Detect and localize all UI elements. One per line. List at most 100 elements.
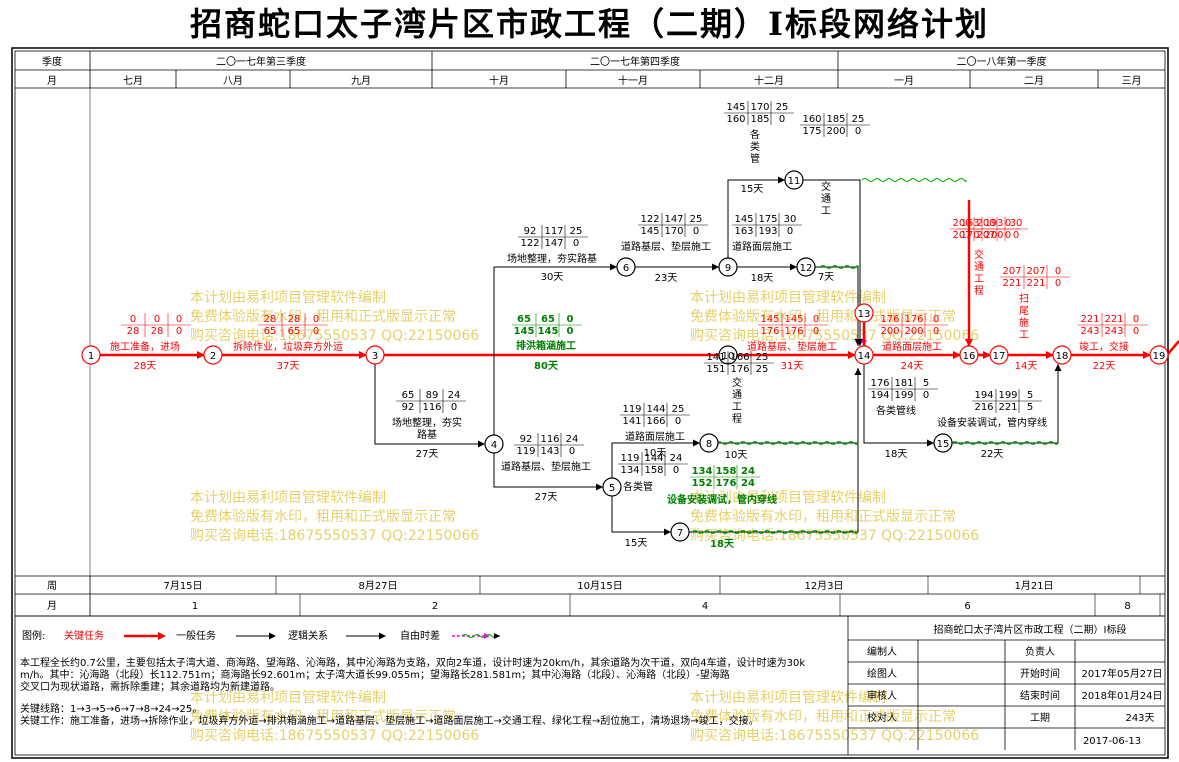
activity-name: 设备安装调试，管内穿线 (937, 416, 1047, 429)
node-circle (616, 257, 636, 277)
svg-text:各: 各 (750, 128, 760, 141)
node-circle (1052, 345, 1072, 365)
svg-text:194: 194 (870, 390, 889, 401)
svg-text:通: 通 (821, 193, 831, 205)
activity-name-vertical: 交通工 (821, 180, 831, 217)
quarter-label: 二〇一八年第一季度 (957, 55, 1047, 68)
tb-label: 审核人 (867, 689, 897, 702)
svg-text:145: 145 (538, 326, 559, 337)
node-circle (854, 303, 874, 323)
activity-name-vertical: 交通工程 (732, 376, 742, 425)
watermark-text: 购买咨询电话:18675550537 QQ:22150066 (190, 528, 479, 544)
quarter-label: 二〇一七年第三季度 (216, 55, 306, 68)
svg-text:221: 221 (1026, 278, 1045, 289)
node-circle (670, 522, 690, 542)
activity-name: 道路面层施工 (882, 340, 942, 353)
svg-text:管: 管 (750, 152, 760, 165)
legend-label: 图例: (22, 629, 45, 642)
svg-text:0: 0 (1055, 278, 1061, 289)
svg-text:176: 176 (880, 314, 899, 325)
svg-text:0: 0 (923, 390, 929, 401)
month-label: 七月 (123, 75, 143, 87)
svg-text:170: 170 (664, 226, 683, 237)
node-circle (959, 345, 979, 365)
arrow-head (494, 633, 500, 639)
svg-text:163: 163 (960, 218, 979, 229)
arrow-head (983, 351, 991, 359)
watermark-text: 本计划由易利项目管理软件编制 (190, 290, 386, 306)
node-circle (718, 257, 738, 277)
svg-text:0: 0 (1005, 230, 1011, 241)
svg-text:0: 0 (1005, 218, 1011, 229)
watermark-text: 免费体验版有水印，租用和正式版显示正常 (690, 509, 956, 525)
node-number: 7 (677, 528, 683, 539)
svg-text:185: 185 (826, 114, 845, 125)
svg-text:程: 程 (974, 285, 984, 297)
svg-text:0: 0 (1133, 314, 1139, 325)
svg-text:194: 194 (974, 390, 993, 401)
svg-text:160: 160 (726, 114, 745, 125)
svg-text:144: 144 (644, 453, 663, 464)
legend-logic-label: 逻辑关系 (288, 629, 328, 642)
watermark-text: 免费体验版有水印，租用和正式版显示正常 (190, 309, 456, 325)
month-label: 八月 (223, 75, 243, 87)
svg-text:65: 65 (288, 326, 301, 337)
watermark-text: 购买咨询电话:18675550537 QQ:22150066 (690, 328, 979, 344)
node-number: 1 (88, 351, 94, 362)
svg-text:176: 176 (760, 326, 779, 337)
watermark-text: 购买咨询电话:18675550537 QQ:22150066 (190, 328, 479, 344)
svg-text:145: 145 (640, 226, 659, 237)
activity-duration: 18天 (710, 538, 735, 550)
tb-label: 负责人 (1025, 645, 1055, 658)
svg-text:24: 24 (670, 453, 683, 464)
general-task-arrow (863, 364, 934, 444)
outer-frame (11, 47, 1169, 759)
svg-text:175: 175 (802, 126, 821, 137)
month-label: 三月 (1122, 75, 1142, 87)
svg-text:221: 221 (1080, 314, 1099, 325)
svg-text:0: 0 (130, 314, 136, 325)
svg-text:221: 221 (998, 402, 1017, 413)
svg-text:117: 117 (544, 226, 563, 237)
arrow-head (359, 351, 367, 359)
svg-text:0: 0 (451, 402, 457, 413)
arrow-head (610, 263, 617, 271)
activity-name: 竣工，交接 (1079, 340, 1129, 353)
svg-text:65: 65 (402, 390, 415, 401)
critical-path-text: 关键线路：1→3→5→6→7→8→24→25。 (20, 702, 202, 715)
arrow-head (269, 632, 276, 640)
svg-text:0: 0 (567, 314, 574, 325)
svg-text:25: 25 (570, 226, 583, 237)
svg-text:0: 0 (1055, 266, 1061, 277)
free-float-wave (951, 441, 1059, 445)
svg-text:221: 221 (1104, 314, 1123, 325)
activity-name: 设备安装调试，管内穿线 (667, 493, 777, 506)
arrow-head (854, 368, 862, 375)
arrow-head (854, 339, 862, 346)
activity-duration: 18天 (751, 273, 774, 284)
node-number: 15 (937, 439, 950, 450)
svg-text:145: 145 (784, 314, 803, 325)
svg-text:30: 30 (1010, 218, 1023, 229)
svg-text:134: 134 (692, 466, 713, 477)
watermark-text: 本计划由易利项目管理软件编制 (690, 690, 886, 706)
node-number: 14 (858, 351, 871, 362)
svg-text:0: 0 (693, 226, 699, 237)
arrow-head (790, 263, 797, 271)
activity-duration: 30天 (541, 272, 564, 283)
arrow-head (1054, 364, 1062, 371)
svg-text:0: 0 (787, 226, 793, 237)
activity-duration: 18天 (885, 449, 908, 460)
node-number: 11 (788, 176, 801, 187)
svg-text:0: 0 (573, 238, 579, 249)
general-task-arrow (611, 496, 671, 533)
